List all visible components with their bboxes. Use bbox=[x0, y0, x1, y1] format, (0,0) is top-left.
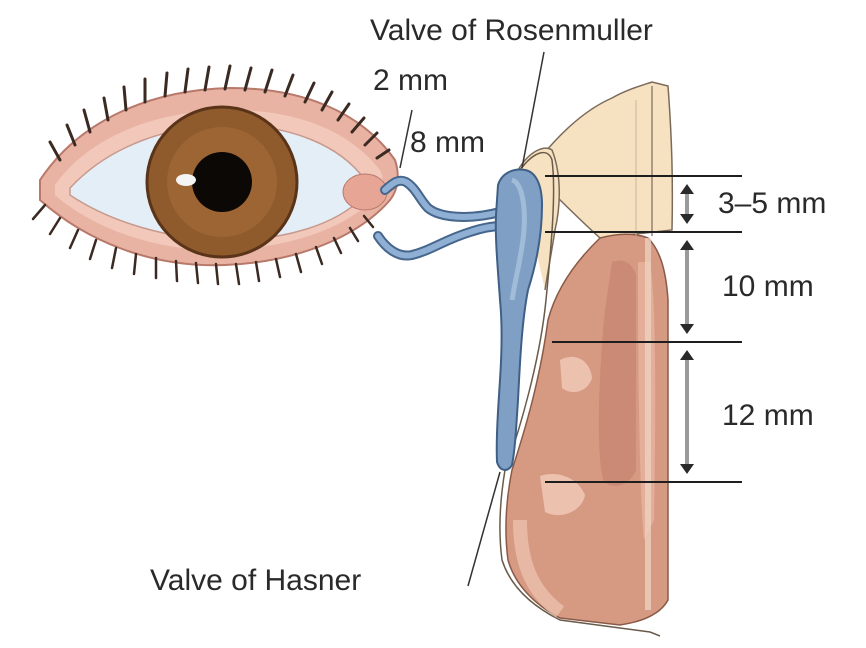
eye bbox=[33, 66, 398, 284]
duct-measurement: 12 mm bbox=[722, 399, 814, 432]
sac-body-measurement: 10 mm bbox=[722, 270, 814, 303]
pupil bbox=[192, 152, 252, 212]
canaliculus-horizontal-label: 8 mm bbox=[410, 126, 485, 159]
canaliculus-vertical-label: 2 mm bbox=[373, 64, 448, 97]
lacrimal-drainage-system bbox=[378, 170, 542, 470]
sac-fundus-measurement: 3–5 mm bbox=[718, 187, 826, 220]
valve-of-rosenmuller-label: Valve of Rosenmuller bbox=[370, 14, 653, 47]
dimension-arrows bbox=[680, 184, 694, 474]
valve-of-hasner-label: Valve of Hasner bbox=[150, 564, 361, 597]
upper-canaliculus bbox=[385, 181, 500, 217]
